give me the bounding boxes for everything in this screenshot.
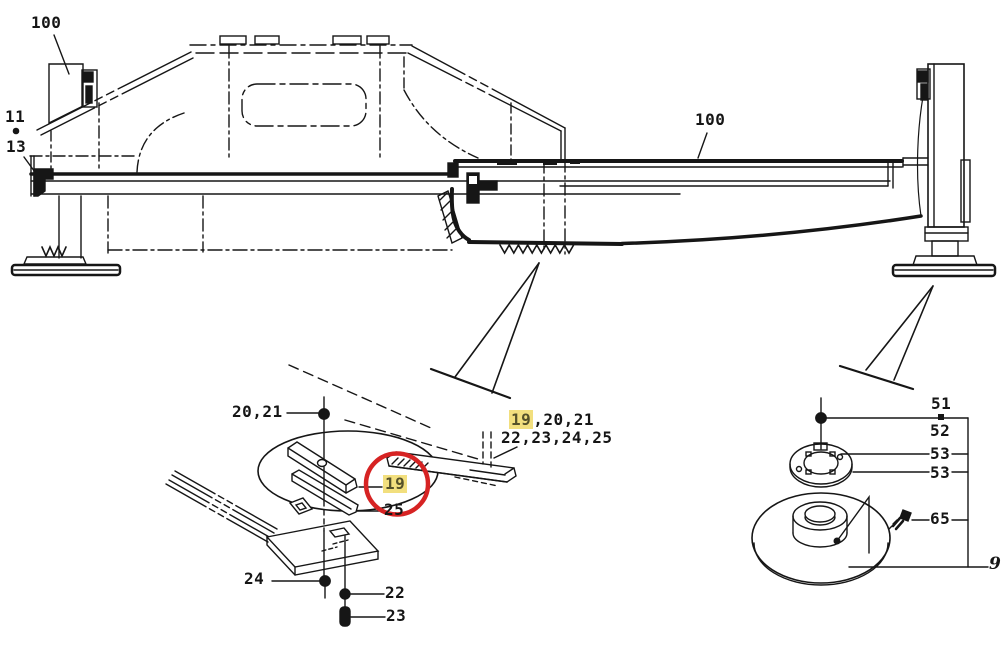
red-highlight-circle (363, 451, 431, 517)
part-label-23: 23 (386, 606, 407, 625)
base-plate-24 (265, 520, 380, 576)
front-foot-pad (10, 195, 122, 277)
highlighted-19[interactable]: 19 (509, 410, 534, 429)
part-label-24: 24 (244, 569, 265, 588)
rear-jack-post (891, 63, 997, 278)
detail-rails (165, 470, 278, 543)
front-jack-post (48, 34, 98, 125)
callout-right (838, 285, 934, 391)
part-label-19-circled[interactable]: 19 (383, 474, 408, 493)
detail-b-leaders (825, 414, 989, 568)
strip-25 (291, 469, 359, 516)
callout-left (429, 262, 540, 400)
part-label-51: 51 (931, 394, 952, 413)
part-label-53-lower: 53 (930, 463, 951, 482)
screw-65 (888, 509, 912, 531)
frame-rails (29, 155, 929, 204)
detail-foot-pad-assembly (751, 397, 989, 586)
retainer-ring (789, 442, 853, 488)
part-label-100-front: 100 (31, 13, 62, 32)
part-label-20-21: 20,21 (232, 402, 283, 421)
underside-frame (437, 187, 923, 255)
machine-side-view (10, 34, 997, 278)
group-line1-rest: ,20,21 (533, 410, 595, 429)
part-label-52: 52 (930, 421, 951, 440)
part-label-group-line1: 19,20,21 (509, 410, 595, 429)
part-label-25: 25 (384, 500, 405, 519)
part-label-22: 22 (385, 583, 406, 602)
part-label-group-line2: 22,23,24,25 (501, 428, 613, 447)
detail-a-leaders (271, 412, 386, 618)
pad-bar-19 (287, 441, 358, 494)
part-label-13: 13 (6, 137, 27, 156)
leader-100-rear (697, 132, 708, 159)
part-label-9: 9 (989, 554, 1001, 574)
leader-100-front (53, 34, 70, 75)
part-label-53-upper: 53 (930, 444, 951, 463)
foot-disc (751, 492, 891, 586)
small-clip (288, 497, 314, 515)
part-label-100-rear: 100 (695, 110, 726, 129)
part-label-65: 65 (930, 509, 951, 528)
part-label-11: 11 (5, 107, 26, 126)
fastener-axes (318, 396, 351, 627)
detail-wear-pad-assembly (165, 364, 518, 627)
assembled-pad-bar (386, 431, 518, 487)
machine-body-phantom (29, 35, 566, 255)
